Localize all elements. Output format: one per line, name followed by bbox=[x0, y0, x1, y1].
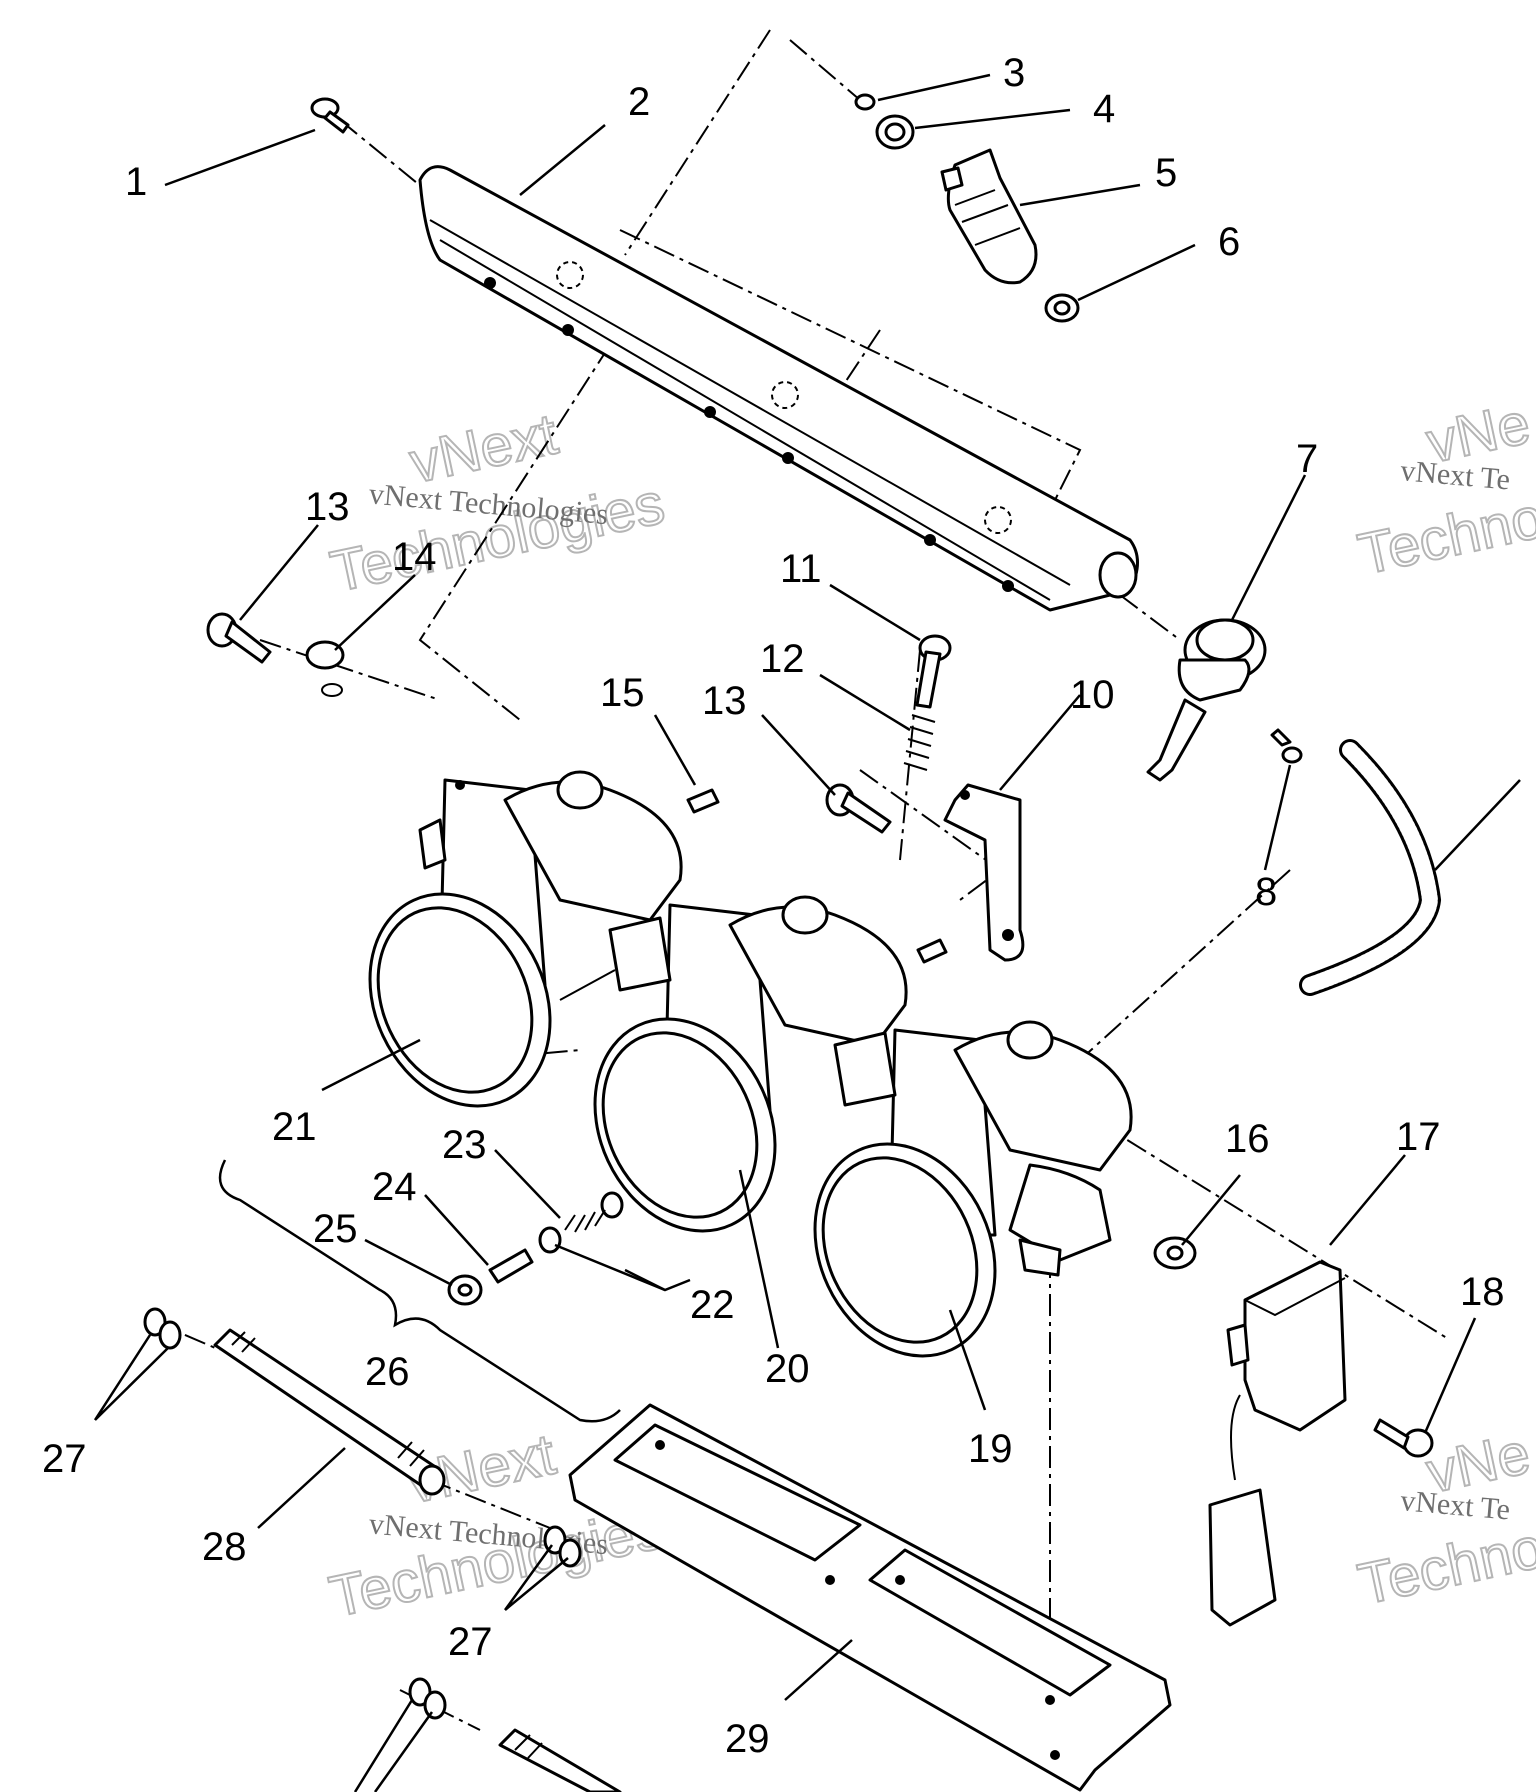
callout-1: 1 bbox=[125, 160, 147, 204]
callout-numbers: 1 2 3 4 5 6 7 8 10 11 12 13 13 14 15 16 … bbox=[42, 51, 1505, 1761]
callout-20: 20 bbox=[765, 1347, 810, 1391]
callout-18: 18 bbox=[1460, 1270, 1505, 1314]
throttle-body-21 bbox=[368, 770, 683, 1108]
o-ring-3 bbox=[854, 93, 876, 111]
callout-4: 4 bbox=[1093, 87, 1115, 131]
callout-15: 15 bbox=[600, 671, 645, 715]
callout-24: 24 bbox=[372, 1165, 417, 1209]
callout-23: 23 bbox=[442, 1123, 487, 1167]
bolt-13-upper bbox=[206, 612, 272, 664]
callout-10: 10 bbox=[1070, 673, 1115, 717]
bolt-13-middle bbox=[825, 783, 892, 834]
callout-26: 26 bbox=[365, 1350, 410, 1394]
callout-17: 17 bbox=[1396, 1115, 1441, 1159]
throttle-body-19 bbox=[813, 1020, 1133, 1358]
callout-19: 19 bbox=[968, 1427, 1013, 1471]
callout-28: 28 bbox=[202, 1525, 247, 1569]
bracket-10 bbox=[943, 783, 1025, 962]
callout-16: 16 bbox=[1225, 1117, 1270, 1161]
o-ring-27-bottom bbox=[408, 1677, 447, 1720]
spring-23 bbox=[564, 1209, 606, 1233]
fuel-tube-28 bbox=[213, 1328, 446, 1496]
screw-11 bbox=[915, 634, 952, 709]
watermark-left-top: vNext Technologies vNext Technologies bbox=[324, 400, 671, 605]
pin-15 bbox=[686, 788, 948, 964]
vacuum-hose-9 bbox=[1299, 739, 1442, 996]
spring-12 bbox=[903, 714, 936, 771]
callout-21: 21 bbox=[272, 1105, 317, 1149]
screw-24 bbox=[488, 1248, 534, 1284]
callout-25: 25 bbox=[313, 1207, 358, 1251]
clamp-14 bbox=[305, 640, 345, 697]
callout-13-upper: 13 bbox=[305, 485, 350, 529]
watermark-right-bottom: vNe Techno vNext Te bbox=[1352, 1420, 1536, 1619]
callout-14: 14 bbox=[392, 535, 437, 579]
throttle-body-20 bbox=[559, 895, 908, 1233]
callout-7: 7 bbox=[1296, 437, 1318, 481]
o-ring-27-upper bbox=[143, 1307, 182, 1350]
callout-13-middle: 13 bbox=[702, 679, 747, 723]
callout-27-lower: 27 bbox=[448, 1620, 493, 1664]
o-ring-27-lower bbox=[543, 1525, 582, 1568]
callout-3: 3 bbox=[1003, 51, 1025, 95]
watermark-right-top: vNe Techno vNext Te bbox=[1352, 390, 1536, 589]
svg-text:Techno: Techno bbox=[1353, 485, 1536, 587]
o-ring-6 bbox=[1044, 293, 1080, 323]
svg-text:Techno: Techno bbox=[1353, 1515, 1536, 1617]
screw-8 bbox=[1270, 728, 1303, 764]
fuel-rail bbox=[418, 165, 1139, 612]
leader-lines bbox=[93, 73, 1521, 1792]
assembly-brace-26 bbox=[218, 1159, 621, 1423]
cap-4 bbox=[875, 114, 915, 150]
callout-6: 6 bbox=[1218, 220, 1240, 264]
callout-27-upper: 27 bbox=[42, 1437, 87, 1481]
fuel-tube-28-lower bbox=[498, 1728, 622, 1792]
callout-11: 11 bbox=[780, 547, 822, 591]
fuel-injector-5 bbox=[940, 148, 1038, 285]
screw-18 bbox=[1373, 1418, 1434, 1458]
callout-8: 8 bbox=[1255, 870, 1277, 914]
washer-16 bbox=[1153, 1236, 1197, 1270]
callout-12: 12 bbox=[760, 637, 805, 681]
nut-25 bbox=[447, 1274, 483, 1306]
callout-5: 5 bbox=[1155, 151, 1177, 195]
screw-1 bbox=[310, 97, 350, 134]
callout-2: 2 bbox=[628, 80, 650, 124]
callout-29: 29 bbox=[725, 1717, 770, 1761]
gasket-plate-29 bbox=[568, 1403, 1172, 1792]
throttle-position-sensor-17 bbox=[1208, 1260, 1347, 1627]
callout-22: 22 bbox=[690, 1283, 735, 1327]
pressure-regulator-7 bbox=[1146, 618, 1267, 782]
